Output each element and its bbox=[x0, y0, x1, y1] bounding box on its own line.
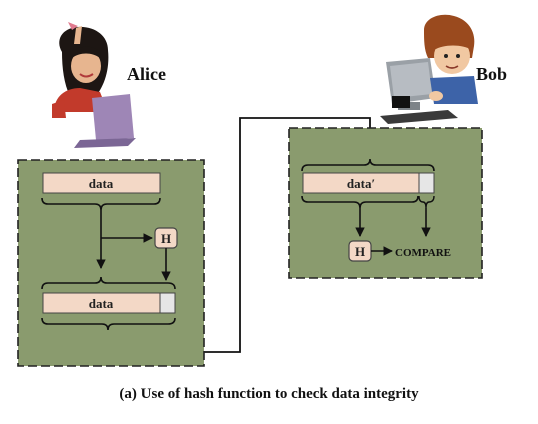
receiver-top-brace bbox=[301, 158, 435, 172]
sender-output-label: data bbox=[89, 296, 114, 311]
sender-output-bottom-brace bbox=[41, 317, 176, 331]
receiver-panel: data′ H COMPARE bbox=[288, 127, 483, 279]
receiver-hash-label: H bbox=[355, 244, 365, 259]
alice-illustration bbox=[52, 22, 136, 148]
sender-panel: data H data bbox=[17, 159, 205, 367]
sender-output-top-brace bbox=[41, 276, 176, 290]
receiver-data-label: data′ bbox=[347, 176, 375, 191]
bob-illustration bbox=[380, 14, 478, 124]
sender-input-label: data bbox=[89, 176, 114, 191]
receiver-name: Bob bbox=[476, 64, 507, 84]
sender-name: Alice bbox=[127, 64, 166, 84]
compare-label: COMPARE bbox=[395, 247, 451, 259]
sender-input-block bbox=[42, 172, 161, 194]
sender-hash-tag bbox=[159, 292, 176, 314]
figure-caption: (a) Use of hash function to check data i… bbox=[119, 386, 419, 402]
sender-hash-label: H bbox=[161, 231, 171, 246]
receiver-hash-tag bbox=[418, 172, 435, 194]
